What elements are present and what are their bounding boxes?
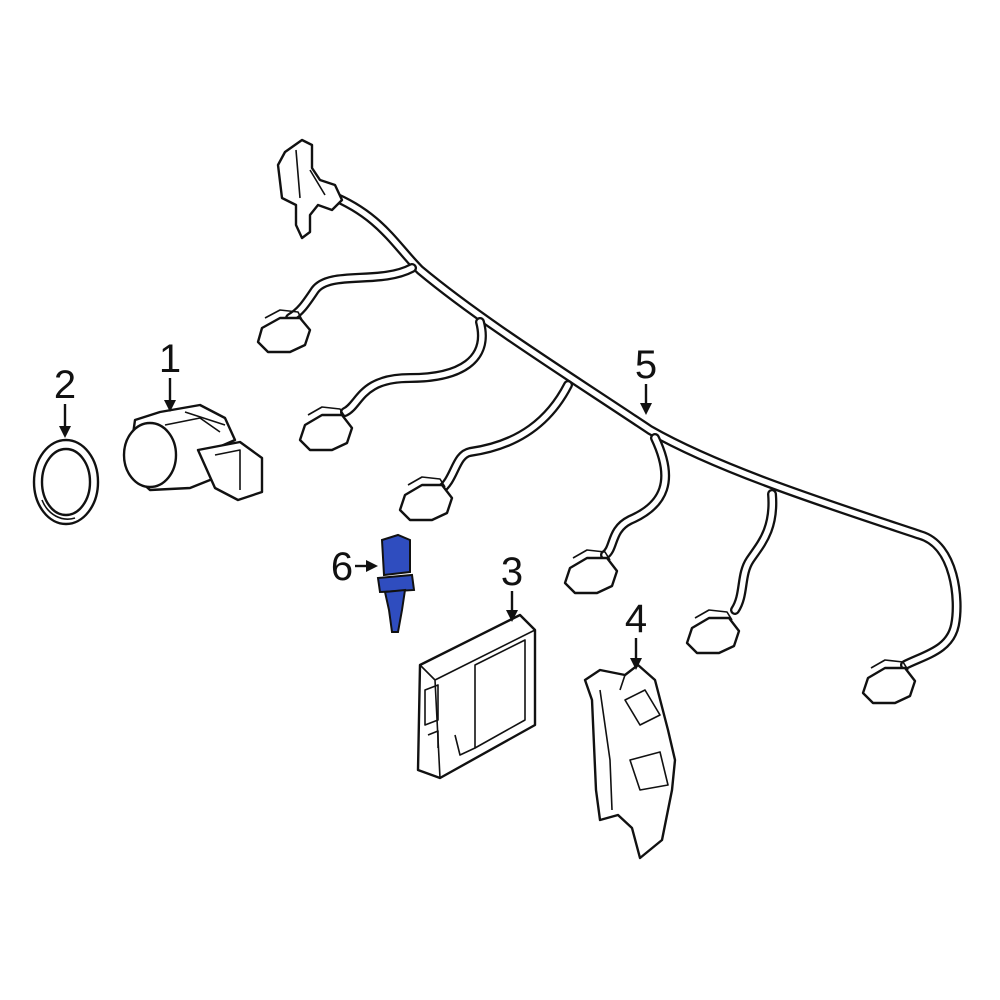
callout-label-2: 2 xyxy=(54,363,76,407)
callout-2: 2 xyxy=(54,363,76,438)
seal-ring[interactable] xyxy=(32,438,100,526)
sensor-connector-3 xyxy=(398,476,454,522)
sensor-body xyxy=(380,533,411,577)
callout-5: 5 xyxy=(635,343,657,415)
callout-label-1: 1 xyxy=(159,337,181,381)
temperature-sensor[interactable] xyxy=(376,533,416,633)
callout-3: 3 xyxy=(501,550,523,622)
parking-sensor[interactable] xyxy=(122,403,264,502)
sensor-connector-5 xyxy=(685,609,741,655)
sensor-connector-6 xyxy=(861,659,917,705)
wiring-harness[interactable] xyxy=(256,138,962,705)
callout-label-3: 3 xyxy=(501,550,523,594)
callout-label-6: 6 xyxy=(331,545,353,589)
sensor-flange xyxy=(376,573,416,594)
callout-1: 1 xyxy=(159,337,181,412)
bracket[interactable] xyxy=(583,663,677,860)
callout-label-5: 5 xyxy=(635,343,657,387)
sensor-connector-4 xyxy=(563,549,619,595)
sensor-probe xyxy=(383,588,407,633)
callout-4: 4 xyxy=(625,597,647,670)
control-module[interactable] xyxy=(416,613,537,780)
callout-label-4: 4 xyxy=(625,597,647,641)
sensor-connector-2 xyxy=(298,406,354,452)
sensor-connector-1 xyxy=(256,309,312,354)
callout-6: 6 xyxy=(331,545,378,589)
